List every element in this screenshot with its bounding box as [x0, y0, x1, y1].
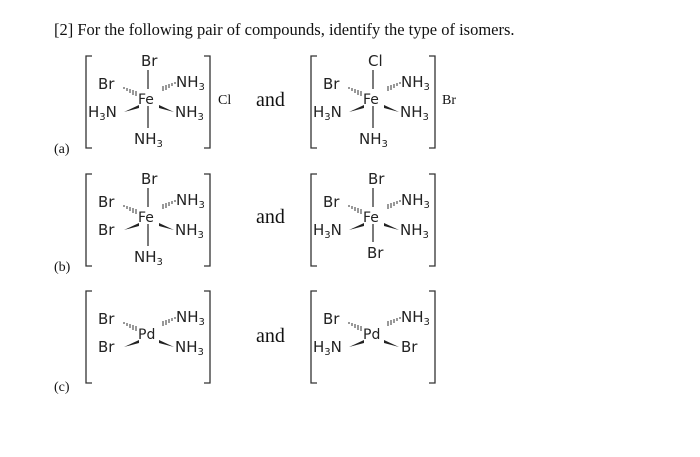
part-label-b: (b) [54, 260, 71, 275]
ligand-upper-right: NH3 [401, 308, 430, 328]
bracket-left [85, 55, 92, 149]
ligand-top: Br [368, 170, 385, 188]
ligand-lower-left: H3N [313, 103, 342, 123]
ligand-upper-right: NH3 [176, 73, 205, 93]
metal-center: Pd [138, 327, 155, 343]
ligand-top: Br [141, 52, 158, 70]
complex-c-right: Br NH3 Pd H3N Br [310, 290, 436, 384]
ligand-upper-left: Br [323, 193, 340, 211]
ligand-lower-right: NH3 [175, 103, 204, 123]
ligand-upper-right: NH3 [176, 308, 205, 328]
ligand-lower-right: Br [401, 338, 418, 356]
connector-and-a: and [256, 89, 285, 111]
ligand-upper-right: NH3 [176, 191, 205, 211]
ligand-lower-left: H3N [313, 221, 342, 241]
ligand-bottom: NH3 [359, 130, 388, 150]
bracket-right [204, 55, 211, 149]
ligand-lower-right: NH3 [400, 103, 429, 123]
ligand-lower-left: H3N [88, 103, 117, 123]
ligand-upper-left: Br [98, 193, 115, 211]
ligand-bottom: Br [367, 244, 384, 262]
connector-and-c: and [256, 325, 285, 347]
connector-and-b: and [256, 206, 285, 228]
ligand-bottom: NH3 [134, 248, 163, 268]
complex-b-right: Br Br NH3 Fe H3N NH3 Br [310, 170, 436, 267]
complex-a-left: Br Br NH3 Fe H3N NH3 NH3 [85, 52, 211, 150]
ligand-bottom: NH3 [134, 130, 163, 150]
part-label-c: (c) [54, 380, 70, 395]
counter-ion-a-right: Br [442, 93, 456, 108]
ligand-upper-right: NH3 [401, 191, 430, 211]
ligand-lower-right: NH3 [175, 221, 204, 241]
complex-b-left: Br Br NH3 Fe Br NH3 NH3 [85, 170, 211, 268]
ligand-upper-left: Br [98, 75, 115, 93]
complex-c-left: Br NH3 Pd Br NH3 [85, 290, 211, 384]
part-label-a: (a) [54, 142, 70, 157]
ligand-upper-left: Br [98, 310, 115, 328]
metal-center: Fe [363, 92, 379, 108]
ligand-lower-right: NH3 [175, 338, 204, 358]
question-text: [2] For the following pair of compounds,… [54, 20, 515, 39]
ligand-upper-right: NH3 [401, 73, 430, 93]
metal-center: Pd [363, 327, 380, 343]
ligand-lower-left: Br [98, 221, 115, 239]
metal-center: Fe [138, 92, 154, 108]
metal-center: Fe [138, 210, 154, 226]
ligand-top: Br [141, 170, 158, 188]
complex-a-right: Cl Br NH3 Fe H3N NH3 NH3 [310, 52, 436, 150]
counter-ion-a-left: Cl [218, 93, 232, 108]
ligand-upper-left: Br [323, 310, 340, 328]
ligand-lower-left: H3N [313, 338, 342, 358]
ligand-lower-left: Br [98, 338, 115, 356]
ligand-lower-right: NH3 [400, 221, 429, 241]
metal-center: Fe [363, 210, 379, 226]
ligand-top: Cl [368, 52, 383, 70]
ligand-upper-left: Br [323, 75, 340, 93]
